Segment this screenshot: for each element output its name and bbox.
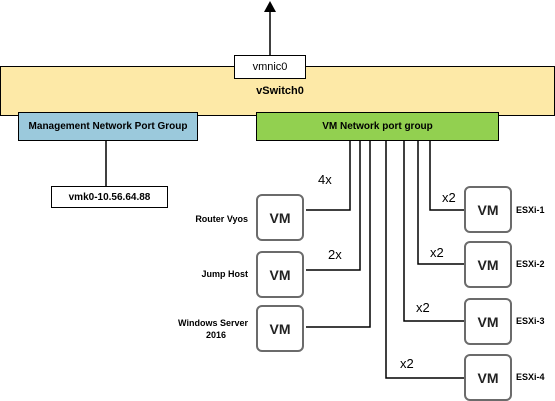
vswitch-label: vSwitch0 bbox=[256, 85, 304, 97]
wire-esxi-2 bbox=[417, 141, 464, 265]
vm-network-port-group: VM Network port group bbox=[256, 112, 499, 141]
vm-name-windows-server-line2: 2016 bbox=[205, 330, 226, 340]
vm-esxi-3: VM bbox=[464, 298, 512, 345]
management-port-group: Management Network Port Group bbox=[18, 112, 198, 141]
vm-count-esxi-3: x2 bbox=[416, 300, 430, 315]
vm-count-esxi-1: x2 bbox=[442, 190, 456, 205]
wire-esxi-1 bbox=[429, 141, 464, 211]
vm-name-esxi-2: ESXi-2 bbox=[516, 259, 545, 269]
wire-windows-server bbox=[306, 141, 371, 328]
vm-name-esxi-4: ESXi-4 bbox=[516, 372, 545, 382]
vm-esxi-1: VM bbox=[464, 186, 512, 233]
wire-esxi-3 bbox=[403, 141, 464, 322]
vm-name-esxi-3: ESXi-3 bbox=[516, 316, 545, 326]
vm-count-jump-host: 2x bbox=[328, 247, 342, 262]
uplink-nic: vmnic0 bbox=[234, 55, 306, 79]
vm-windows-server: VM bbox=[256, 305, 304, 352]
vm-esxi-2: VM bbox=[464, 241, 512, 288]
vm-esxi-4: VM bbox=[464, 354, 512, 401]
vm-name-windows-server-line1: Windows Server bbox=[178, 318, 248, 328]
wire-router-vyos bbox=[306, 141, 351, 211]
vm-jump-host: VM bbox=[256, 251, 304, 298]
wire-esxi-4 bbox=[385, 141, 464, 379]
vm-name-router-vyos: Router Vyos bbox=[195, 214, 248, 224]
vm-count-router-vyos: 4x bbox=[318, 172, 332, 187]
vmkernel-adapter: vmk0-10.56.64.88 bbox=[51, 186, 168, 208]
vm-name-jump-host: Jump Host bbox=[201, 269, 248, 279]
vm-router-vyos: VM bbox=[256, 194, 304, 241]
uplink-arrow-head bbox=[264, 1, 276, 12]
vm-count-esxi-2: x2 bbox=[430, 245, 444, 260]
wire-jump-host bbox=[306, 141, 361, 271]
vm-name-esxi-1: ESXi-1 bbox=[516, 205, 545, 215]
vm-count-esxi-4: x2 bbox=[400, 356, 414, 371]
